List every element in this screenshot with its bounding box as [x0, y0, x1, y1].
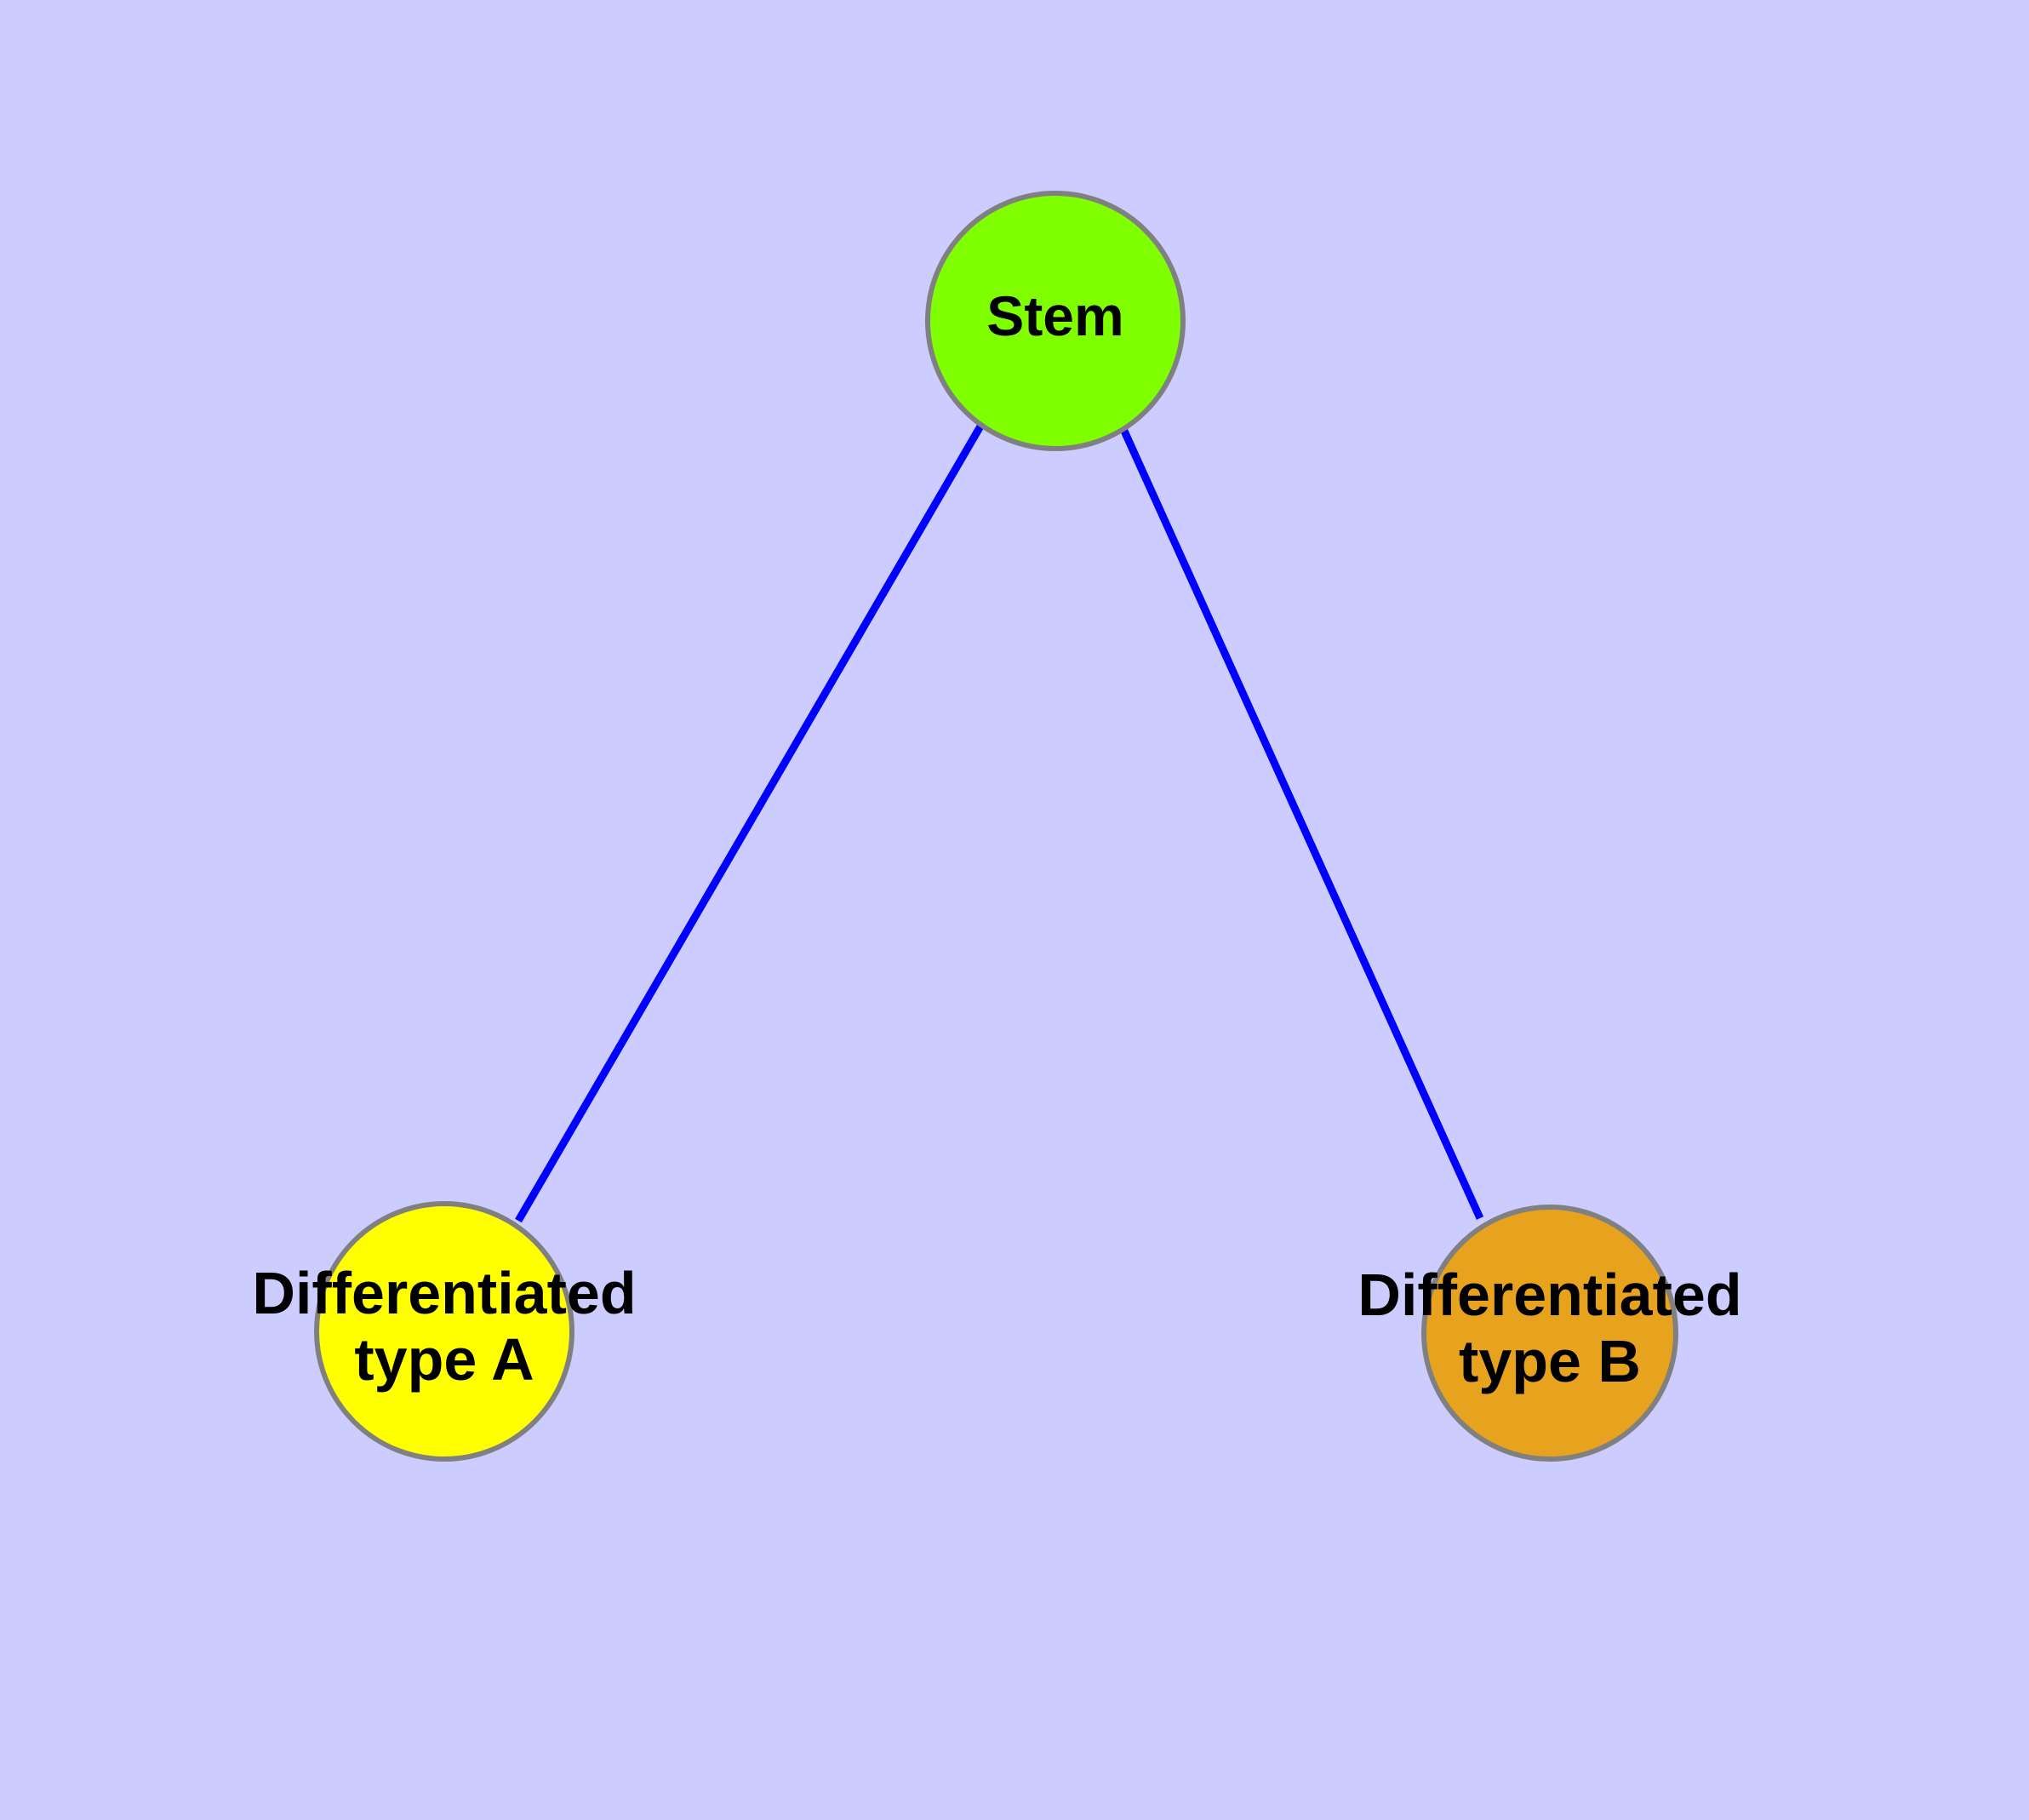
node-stem-label: Stem: [986, 284, 1123, 347]
node-diff-b-label-line: type B: [1459, 1329, 1641, 1395]
edge-stem-to-diff-b[interactable]: [1119, 427, 1484, 1220]
node-diff-b-circle[interactable]: [1421, 1205, 1678, 1462]
edge-stem-to-diff-a[interactable]: [515, 422, 985, 1223]
node-stem-label-line: Stem: [986, 284, 1123, 347]
node-diff-b-label-line: Differentiated: [1357, 1262, 1741, 1328]
node-stem-circle[interactable]: [925, 191, 1186, 451]
node-diff-a-circle[interactable]: [314, 1201, 574, 1462]
node-diff-a-label-line: type A: [354, 1327, 534, 1394]
node-stem[interactable]: Stem: [925, 191, 1186, 451]
edges-group: [515, 422, 1484, 1223]
node-diff-a-label-line: Differentiated: [252, 1260, 636, 1326]
